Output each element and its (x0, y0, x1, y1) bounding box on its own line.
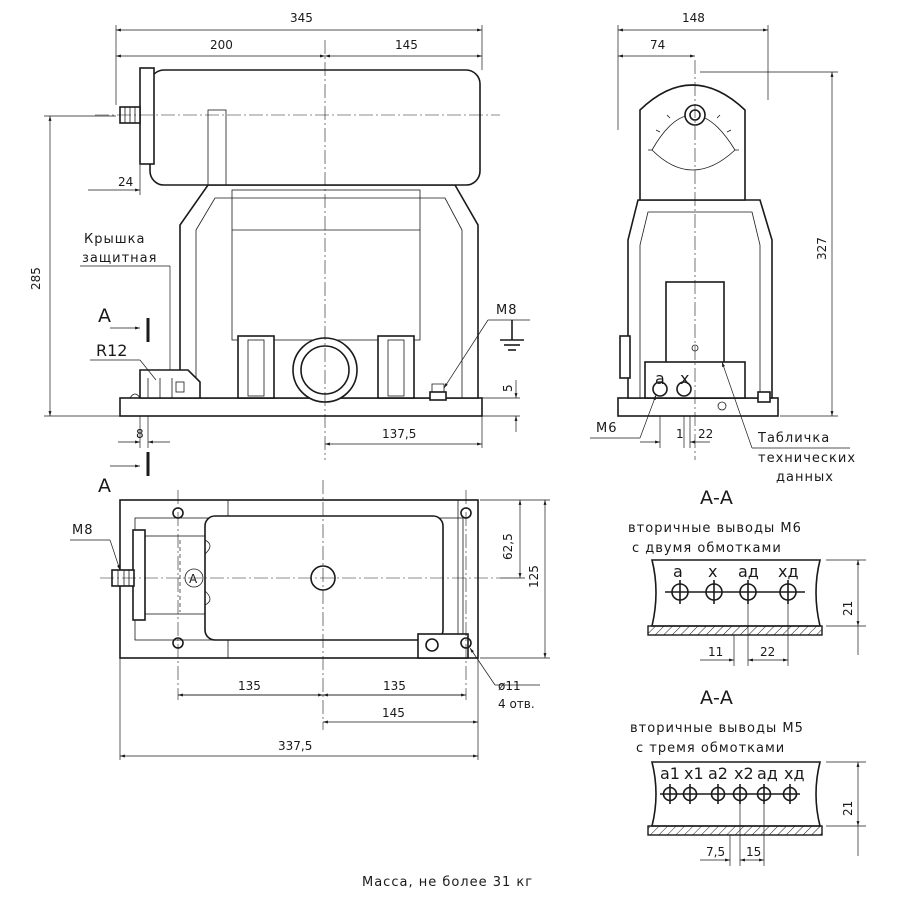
m5-label-3: х2 (734, 764, 754, 783)
ground-label: М8 (496, 303, 518, 318)
side-view: 148 74 327 а х М6 1 22 Табличка техничес… (590, 11, 856, 485)
section-m6-caption1: вторичные выводы М6 (628, 521, 802, 536)
dim-135-right: 135 (383, 679, 406, 693)
dim-345: 345 (290, 11, 313, 25)
dim-8: 8 (136, 427, 144, 441)
section-m6-caption2: с двумя обмотками (632, 541, 782, 556)
section-m5-caption2: с тремя обмотками (636, 741, 785, 756)
dim-22-side: 22 (698, 427, 713, 441)
m5-label-2: а2 (708, 764, 728, 783)
section-m6: А-А вторичные выводы М6 с двумя обмоткам… (628, 487, 866, 666)
front-view: 345 200 145 24 285 Крышка защитная А R12… (29, 11, 530, 497)
radius-label: R12 (96, 341, 127, 360)
side-terminal-x: х (680, 369, 689, 388)
m6-dim-22: 22 (760, 645, 775, 659)
dim-337-5: 337,5 (278, 739, 312, 753)
section-m5-title: А-А (700, 687, 733, 709)
section-marker-bottom: А (98, 475, 111, 497)
dim-74: 74 (650, 38, 665, 52)
m5-label-0: а1 (660, 764, 680, 783)
dim-5: 5 (501, 384, 515, 392)
dim-24: 24 (118, 175, 133, 189)
side-head (639, 84, 746, 201)
cover-label-line2: защитная (82, 251, 157, 266)
m6-label-1: х (708, 562, 717, 581)
m6-label-3: хд (778, 562, 799, 581)
plan-view: М8 А 62,5 125 135 135 145 337,5 ø11 4 от… (70, 480, 550, 760)
plan-bolt-label: М8 (72, 523, 94, 538)
m5-dim-7-5: 7,5 (706, 845, 725, 859)
m5-label-1: х1 (684, 764, 704, 783)
section-marker-top: А (98, 305, 111, 327)
dim-135-left: 135 (238, 679, 261, 693)
dim-285: 285 (29, 267, 43, 290)
dim-137-5: 137,5 (382, 427, 416, 441)
plate-label-line1: Табличка (757, 431, 830, 446)
m5-label-4: ад (757, 764, 778, 783)
section-m5-caption1: вторичные выводы М5 (630, 721, 804, 736)
dim-1: 1 (676, 427, 684, 441)
plan-marker-a: А (189, 572, 198, 586)
front-flange (139, 67, 155, 165)
side-terminal-a: а (655, 369, 665, 388)
side-base-plate (617, 397, 779, 417)
front-top-housing (149, 69, 481, 186)
dim-327: 327 (815, 237, 829, 260)
m5-label-5: хд (784, 764, 805, 783)
dim-145: 145 (395, 38, 418, 52)
cover-label-line1: Крышка (84, 232, 145, 247)
front-protective-cover (139, 369, 201, 399)
front-base-plate (119, 397, 483, 417)
m6-label-0: а (673, 562, 683, 581)
dim-125: 125 (527, 565, 541, 588)
dim-148: 148 (682, 11, 705, 25)
section-m5: А-А вторичные выводы М5 с тремя обмоткам… (630, 687, 866, 866)
m5-dim-15: 15 (746, 845, 761, 859)
mass-note: Масса, не более 31 кг (362, 875, 533, 890)
m6-dim-11: 11 (708, 645, 723, 659)
dim-145-plan: 145 (382, 706, 405, 720)
dim-62-5: 62,5 (501, 533, 515, 560)
plate-label-line2: технических (758, 451, 856, 466)
m6-label-2: ад (738, 562, 759, 581)
m6-dim-21: 21 (841, 601, 855, 616)
plate-label-line3: данных (776, 470, 834, 485)
m5-dim-21: 21 (841, 801, 855, 816)
dim-200: 200 (210, 38, 233, 52)
hole-count: 4 отв. (498, 697, 535, 711)
section-m6-title: А-А (700, 487, 733, 509)
side-bolt-label: М6 (596, 421, 618, 436)
hole-diameter: ø11 (498, 679, 521, 693)
